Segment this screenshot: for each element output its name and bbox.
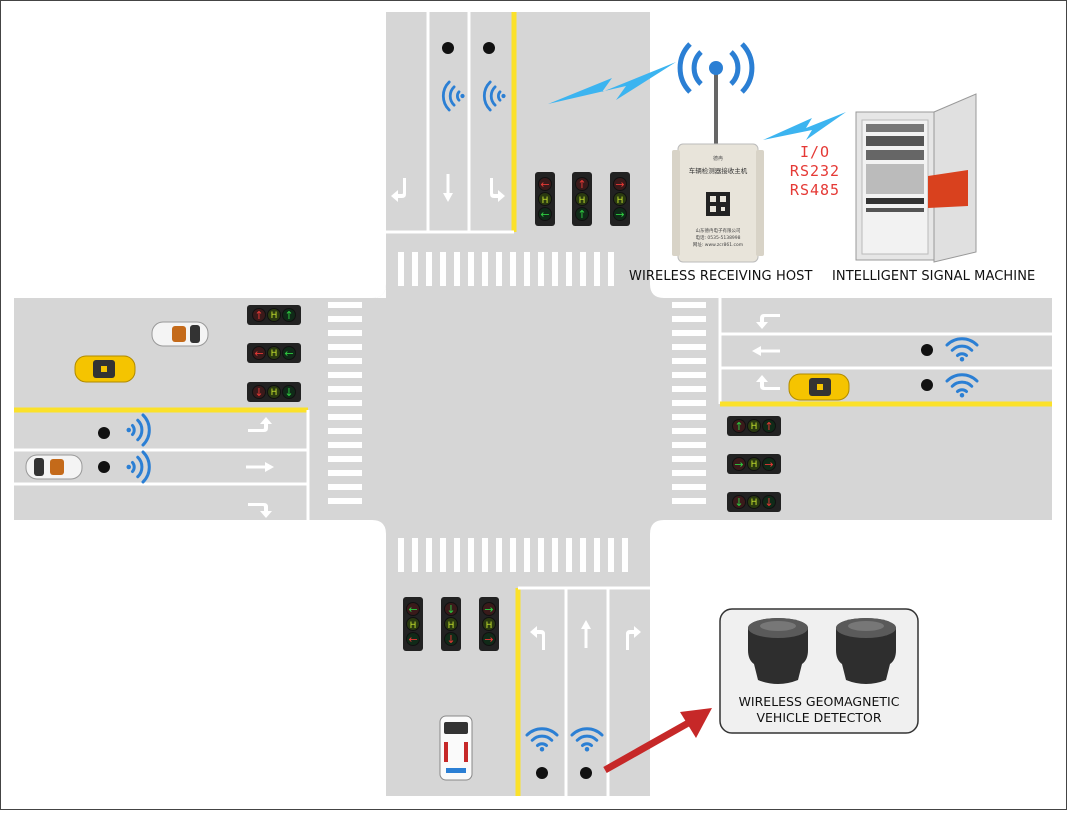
signal-machine-label: INTELLIGENT SIGNAL MACHINE (832, 269, 1036, 284)
svg-text:H: H (542, 196, 549, 206)
svg-text:德冉: 德冉 (713, 155, 723, 162)
signals-east: ↑ H ↑ → H → ↓ H ↓ (726, 415, 782, 513)
svg-text:H: H (751, 460, 758, 470)
car-icon (74, 355, 136, 383)
sensor-dot (483, 42, 495, 54)
svg-text:↓: ↓ (284, 386, 293, 399)
svg-text:↓: ↓ (254, 386, 263, 399)
svg-text:→: → (484, 603, 493, 616)
east-lanes (672, 298, 1052, 504)
svg-text:↓: ↓ (446, 633, 455, 646)
traffic-light-icon: → H → (478, 596, 500, 652)
svg-text:↓: ↓ (446, 603, 455, 616)
detector-caption-line1: WIRELESS GEOMAGNETIC (738, 694, 900, 709)
svg-text:↑: ↑ (764, 420, 773, 433)
sensor-dot (921, 379, 933, 391)
sensor-dot (442, 42, 454, 54)
svg-text:H: H (271, 311, 278, 321)
svg-text:→: → (615, 178, 624, 191)
arrow-icon (603, 708, 712, 774)
car-icon (151, 321, 209, 347)
car-icon (788, 373, 850, 401)
traffic-light-icon: ↓ H ↓ (246, 381, 302, 403)
svg-text:→: → (484, 633, 493, 646)
crosswalk-north (398, 252, 614, 286)
detector-caption-line2: VEHICLE DETECTOR (756, 710, 882, 725)
svg-text:←: ← (254, 347, 263, 360)
svg-text:→: → (764, 458, 773, 471)
traffic-light-icon: ↓ H ↓ (440, 596, 462, 652)
antenna-icon (677, 42, 755, 146)
protocol-list: I/O RS232 RS485 (780, 143, 850, 200)
traffic-light-icon: ← H ← (534, 171, 556, 227)
traffic-light-icon: → H → (726, 453, 782, 475)
detector-caption: WIRELESS GEOMAGNETIC VEHICLE DETECTOR (720, 694, 918, 726)
svg-text:H: H (448, 621, 455, 631)
svg-text:←: ← (284, 347, 293, 360)
svg-text:H: H (751, 498, 758, 508)
sensor-dot (98, 427, 110, 439)
detector-callout (719, 608, 919, 734)
sensor-dot (580, 767, 592, 779)
signals-south: ← H ← ↓ H ↓ → H → (402, 596, 500, 652)
protocol-io: I/O (799, 143, 831, 161)
svg-text:H: H (617, 196, 624, 206)
detector-icon (836, 618, 896, 684)
protocol-rs232: RS232 (789, 162, 841, 180)
traffic-light-icon: ← H ← (246, 342, 302, 364)
svg-text:H: H (410, 621, 417, 631)
traffic-light-icon: ↑ H ↑ (571, 171, 593, 227)
svg-text:←: ← (408, 603, 417, 616)
traffic-light-icon: ↑ H ↑ (246, 304, 302, 326)
signal-machine-cabinet (855, 93, 977, 263)
svg-text:H: H (271, 388, 278, 398)
crosswalk-east (672, 302, 706, 504)
svg-text:电话: 0535-5138998: 电话: 0535-5138998 (695, 234, 740, 241)
lightning-icon (548, 62, 676, 104)
west-lanes (14, 302, 362, 520)
receiving-host-label: WIRELESS RECEIVING HOST (629, 269, 813, 284)
svg-text:H: H (271, 349, 278, 359)
svg-text:山东德冉电子有限公司: 山东德冉电子有限公司 (696, 227, 741, 234)
sensor-dot (921, 344, 933, 356)
crosswalk-west (328, 302, 362, 504)
protocol-rs485: RS485 (789, 181, 841, 199)
svg-text:H: H (486, 621, 493, 631)
signals-north: ← H ← ↑ H ↑ → H → (534, 171, 631, 227)
traffic-light-icon: ← H ← (402, 596, 424, 652)
svg-text:←: ← (408, 633, 417, 646)
svg-text:←: ← (540, 178, 549, 191)
detector-icon (748, 618, 808, 684)
north-lanes (386, 12, 614, 286)
sensor-dot (98, 461, 110, 473)
south-lanes (398, 538, 650, 796)
svg-text:↑: ↑ (577, 178, 586, 191)
svg-text:→: → (615, 208, 624, 221)
lightning-icon (763, 112, 846, 140)
svg-text:↑: ↑ (254, 309, 263, 322)
svg-text:H: H (751, 422, 758, 432)
traffic-light-icon: ↑ H ↑ (726, 415, 782, 437)
svg-text:↓: ↓ (734, 496, 743, 509)
crosswalk-south (398, 538, 628, 572)
car-icon (25, 454, 83, 480)
svg-text:→: → (734, 458, 743, 471)
signals-west: ↑ H ↑ ← H ← ↓ H ↓ (246, 304, 302, 403)
ambulance-icon (439, 715, 473, 781)
svg-text:↓: ↓ (764, 496, 773, 509)
sensor-dot (536, 767, 548, 779)
svg-text:↑: ↑ (734, 420, 743, 433)
svg-text:↑: ↑ (284, 309, 293, 322)
svg-text:网址: www.zcr861.com: 网址: www.zcr861.com (693, 241, 743, 248)
traffic-light-icon: ↓ H ↓ (726, 491, 782, 513)
svg-text:车辆检测器接收主机: 车辆检测器接收主机 (689, 166, 748, 175)
traffic-light-icon: → H → (609, 171, 631, 227)
receiving-host-device: 德冉 车辆检测器接收主机 山东德冉电子有限公司 电话: 0535-5138998… (672, 143, 764, 263)
svg-text:←: ← (540, 208, 549, 221)
svg-text:H: H (579, 196, 586, 206)
svg-text:↑: ↑ (577, 208, 586, 221)
